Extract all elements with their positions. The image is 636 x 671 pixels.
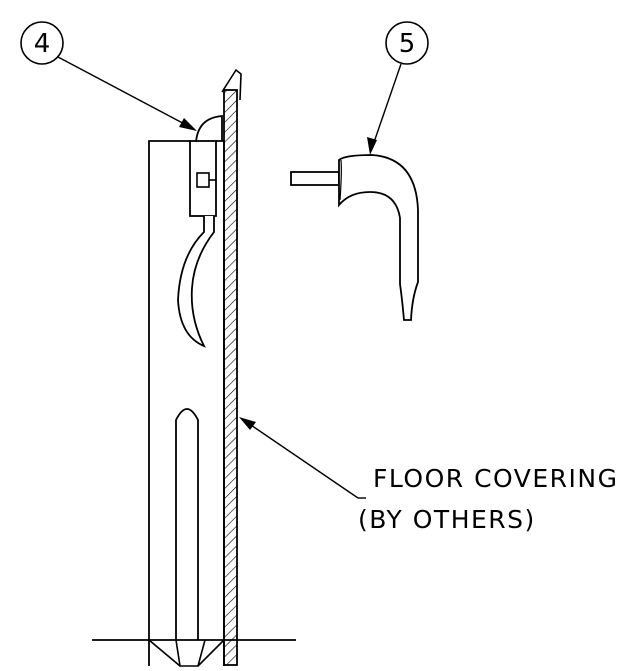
post-point (148, 639, 225, 667)
floor-covering (223, 89, 238, 666)
callout-4-label: 4 (34, 29, 51, 59)
callout-5-label: 5 (399, 29, 416, 59)
callout-5-circle (385, 21, 429, 65)
callout-4-circle (20, 21, 64, 65)
note-leader-arrowhead (239, 417, 256, 430)
note-line-1: FLOOR COVERING (373, 464, 619, 493)
clip-tongue (177, 216, 215, 348)
callout-5-leader (371, 63, 402, 149)
clip5-inner-line (339, 159, 342, 201)
callout-5-arrowhead (367, 137, 377, 155)
callout-5: 5 (367, 21, 429, 155)
covering-top-tab (221, 68, 242, 101)
note-leader-line (244, 420, 359, 499)
clip-assembly-4 (177, 115, 223, 348)
note-line-2: (BY OTHERS) (358, 505, 536, 534)
clip5-body (338, 154, 419, 321)
clip-detail-5 (290, 154, 419, 321)
callout-4: 4 (20, 21, 197, 131)
post-slot (175, 408, 199, 640)
callout-4-arrowhead (179, 118, 197, 131)
note-leader (239, 417, 366, 499)
clip5-pin (290, 171, 340, 186)
callout-4-leader (57, 56, 193, 129)
clip-hook-top (195, 115, 223, 143)
clip-bolt-head (196, 172, 210, 188)
